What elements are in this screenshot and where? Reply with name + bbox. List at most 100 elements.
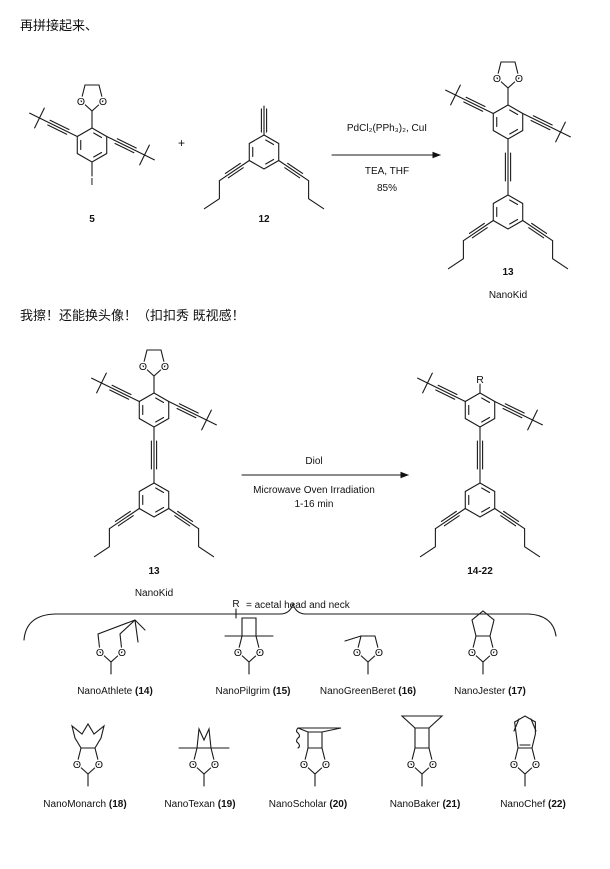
methyl <box>201 419 208 431</box>
triple-bond-line <box>114 142 135 154</box>
benzo-ring <box>514 715 536 749</box>
methyl <box>91 377 103 384</box>
head-label: NanoMonarch (18) <box>43 799 126 810</box>
triple-bond-line <box>437 384 458 396</box>
triple-bond <box>38 117 78 138</box>
compound-12-structure <box>203 105 325 210</box>
triple-bond-line <box>530 119 551 131</box>
triple-bond <box>100 382 140 403</box>
propyl-chain <box>93 528 110 558</box>
triple-bond <box>106 135 146 156</box>
acetal-bond <box>142 365 166 377</box>
head-name: NanoAthlete <box>77 686 135 697</box>
head-name: NanoGreenBeret <box>320 686 398 697</box>
methyl <box>38 107 45 119</box>
oxygen-atom: O <box>73 759 81 771</box>
ring-bond <box>142 349 166 367</box>
triple-bond <box>494 507 526 530</box>
aromatic-double-bond <box>509 218 519 225</box>
aromatic-double-bond <box>481 506 491 513</box>
triple-bond-line <box>227 167 244 179</box>
mortarboard <box>297 727 342 733</box>
benzene-ring <box>464 482 496 518</box>
methyl <box>426 372 433 384</box>
methyl <box>531 419 543 426</box>
oxygen-atom: O <box>468 647 476 659</box>
triple-bond <box>108 507 140 530</box>
triple-bond-line <box>502 407 523 419</box>
triple-bond-line <box>500 515 517 527</box>
aromatic-double-bond <box>155 416 165 423</box>
head-label: NanoTexan (19) <box>164 799 235 810</box>
methyl <box>417 377 429 384</box>
aromatic-double-bond <box>265 139 275 146</box>
propyl-chain <box>447 240 464 270</box>
head-number: (21) <box>443 799 461 810</box>
catalyst-text: PdCl₂(PPh₃)₂, CuI <box>347 123 427 134</box>
oxygen-atom: O <box>322 759 330 771</box>
compound-13-label: 13 <box>502 267 514 278</box>
head-name: NanoPilgrim <box>215 686 272 697</box>
head-number: (19) <box>218 799 236 810</box>
head-number: (17) <box>508 686 526 697</box>
product-14-22-structure: R <box>417 372 543 558</box>
aromatic-double-bond <box>481 487 491 494</box>
head-number: (16) <box>398 686 416 697</box>
triple-bond <box>494 400 534 421</box>
triple-bond-line <box>114 510 131 523</box>
oxygen-atom: O <box>493 73 501 85</box>
triple-bond-line <box>503 510 520 523</box>
head-number: (14) <box>135 686 153 697</box>
triple-bond <box>168 400 208 421</box>
product-range-label: 14-22 <box>467 566 493 577</box>
ring-bond <box>410 747 434 765</box>
methyl <box>96 382 103 394</box>
chef-hat <box>400 715 444 729</box>
methyl <box>531 409 538 421</box>
oxygen-atom: O <box>139 361 147 373</box>
triple-bond <box>168 507 200 530</box>
methyl <box>527 419 534 431</box>
head-number: (22) <box>548 799 566 810</box>
triple-bond-line <box>504 403 525 414</box>
oxygen-atom: O <box>429 759 437 771</box>
crown <box>71 722 105 749</box>
triple-bond-line <box>49 119 70 131</box>
head-name: NanoTexan <box>164 799 217 810</box>
benzene-ring <box>76 127 108 163</box>
methyl <box>454 84 461 96</box>
ring-bond <box>471 635 495 653</box>
compound-13-label-2: 13 <box>148 566 160 577</box>
triple-bond-line <box>284 167 301 179</box>
triple-bond <box>218 159 250 182</box>
benzene-ring <box>248 134 280 170</box>
aromatic-double-bond <box>513 718 520 732</box>
aromatic-double-bond <box>530 718 537 732</box>
oxygen-atom: O <box>234 647 242 659</box>
aromatic-double-bond <box>93 132 103 139</box>
r-definition: = acetal head and neck <box>246 600 351 611</box>
curly-brace <box>23 602 557 641</box>
conditions-text: Microwave Oven Irradiation <box>253 485 375 496</box>
aromatic-double-bond <box>509 199 519 206</box>
triple-bond <box>426 382 466 403</box>
triple-bond-line <box>47 124 68 135</box>
methyl <box>422 382 429 394</box>
oxygen-atom: O <box>77 96 85 108</box>
oxygen-atom: O <box>99 96 107 108</box>
benzene-ring <box>492 194 524 230</box>
triple-bond <box>522 112 562 133</box>
benzene-ring <box>464 392 496 428</box>
triple-bond-line <box>471 227 488 239</box>
triple-bond-line <box>443 515 460 527</box>
head-number: (18) <box>109 799 127 810</box>
